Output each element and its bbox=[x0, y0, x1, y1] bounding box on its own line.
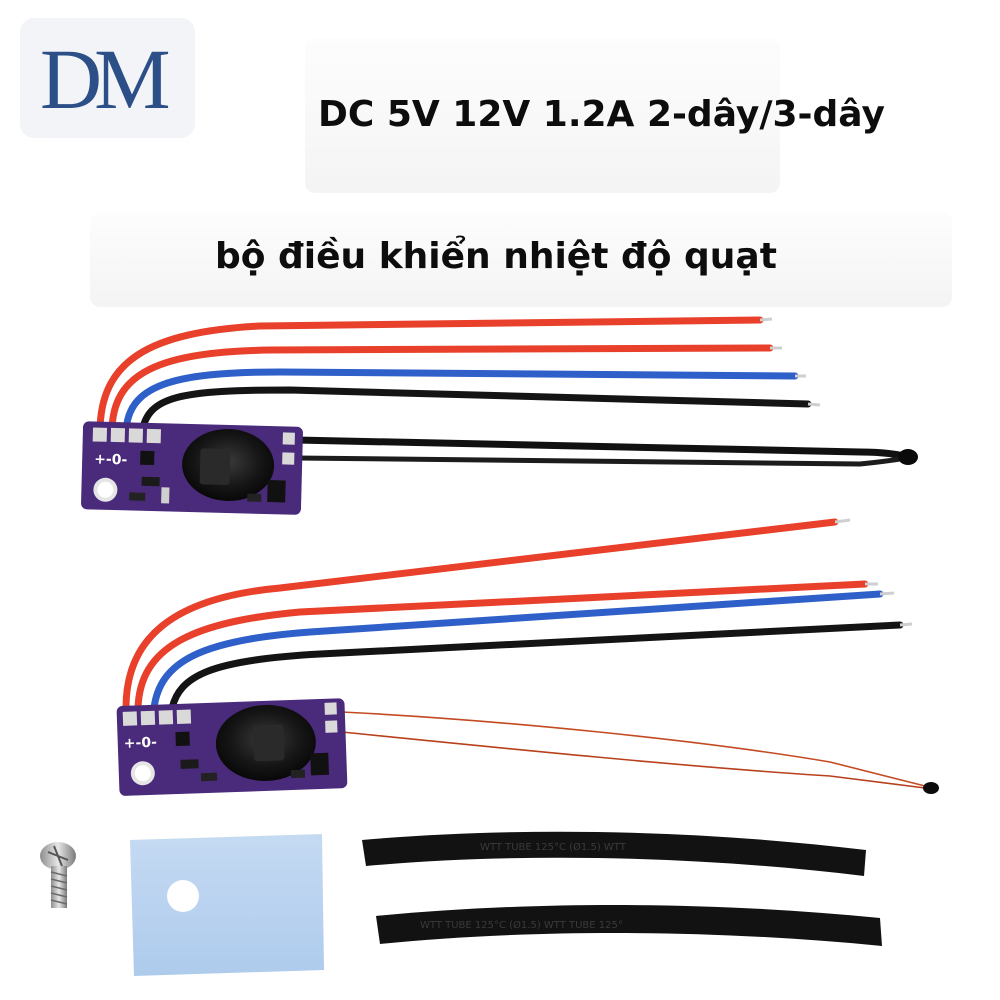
title-banner-1 bbox=[305, 38, 780, 193]
svg-text:DM: DM bbox=[40, 31, 168, 127]
product-title-line-1: DC 5V 12V 1.2A 2-dây/3-dây bbox=[318, 94, 885, 135]
screw-icon bbox=[40, 842, 76, 908]
tube-print-bottom: WTT TUBE 125°C (Ø1.5) WTT TUBE 125° bbox=[420, 919, 623, 931]
heat-shrink-tube-top: WTT TUBE 125°C (Ø1.5) WTT bbox=[362, 831, 866, 876]
heat-shrink-tube-bottom: WTT TUBE 125°C (Ø1.5) WTT TUBE 125° bbox=[376, 905, 882, 946]
product-title-line-2: bộ điều khiển nhiệt độ quạt bbox=[215, 236, 777, 277]
thermal-pad bbox=[130, 834, 324, 976]
bottom-board-silkscreen: +-0- bbox=[124, 735, 158, 752]
brand-logo: DM bbox=[20, 18, 195, 138]
top-board-silkscreen: +-0- bbox=[94, 451, 128, 468]
top-module: +-0- bbox=[81, 316, 918, 515]
title-banner-2 bbox=[90, 212, 952, 307]
bottom-module: +-0- bbox=[116, 518, 939, 796]
tube-print-top: WTT TUBE 125°C (Ø1.5) WTT bbox=[480, 841, 627, 853]
